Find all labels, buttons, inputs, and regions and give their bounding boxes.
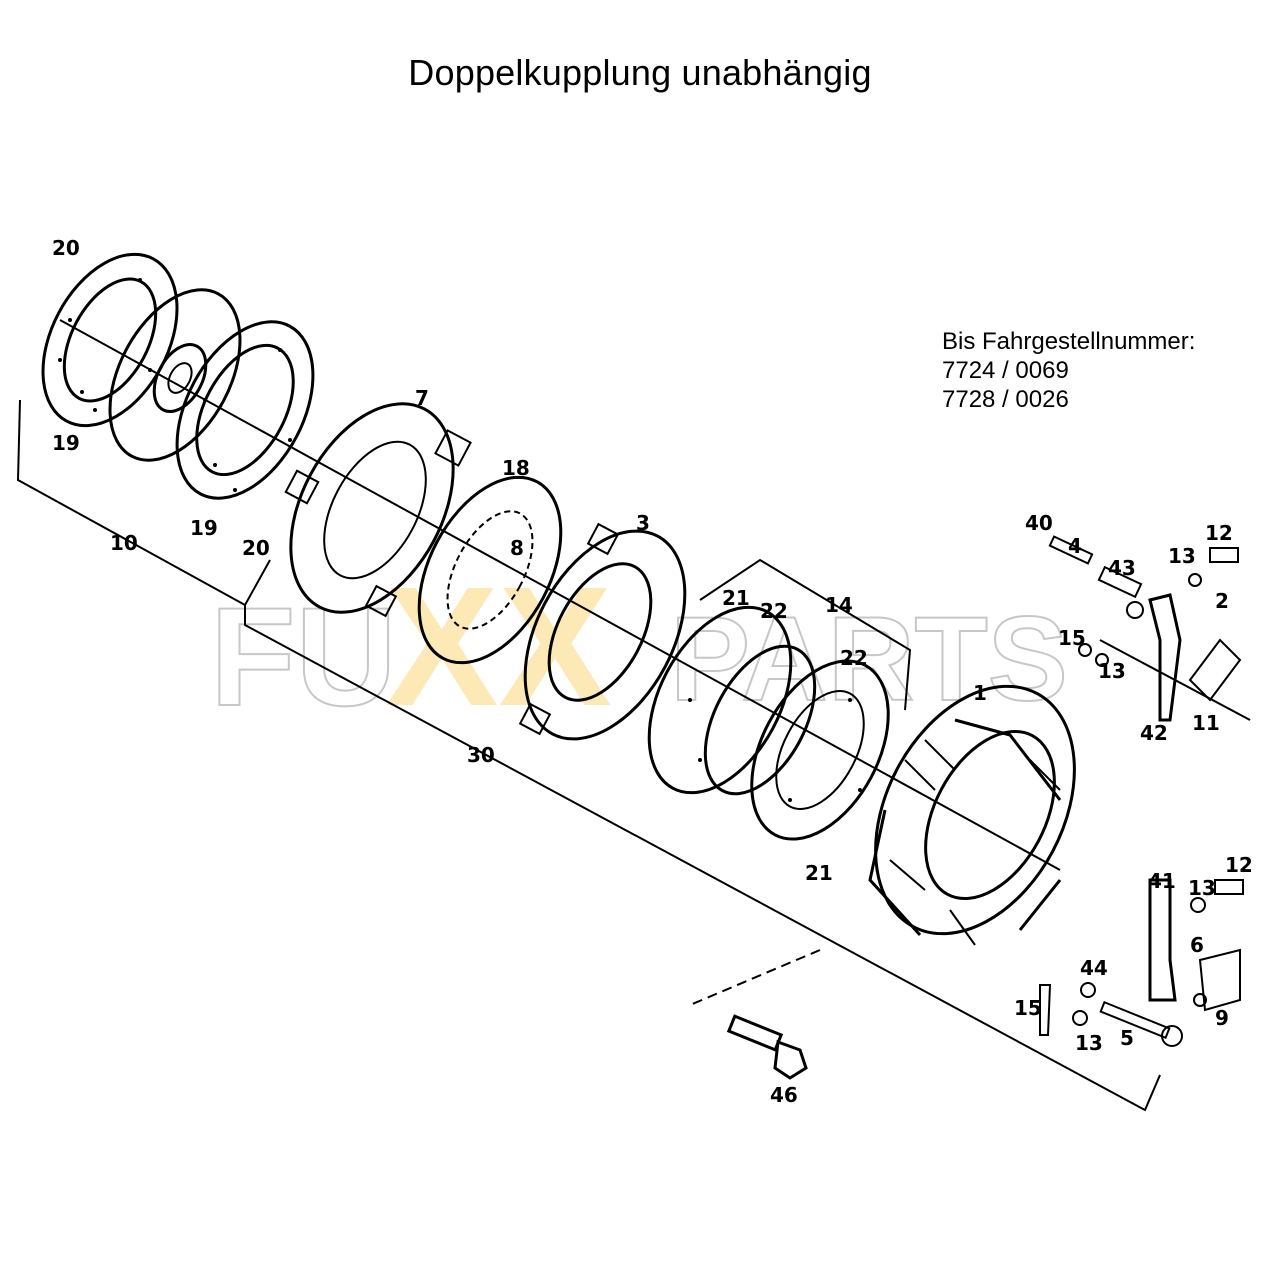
label-part-1: 1 [973,681,987,705]
serial-number-2: 7728 / 0026 [942,386,1069,413]
clutch-housing-1 [868,684,1076,946]
clutch-disc-hub [108,288,242,462]
bolt-46 [726,1014,808,1080]
label-part-42: 42 [1140,721,1168,745]
watermark-text-mid: XX [385,552,612,742]
label-part-2: 2 [1215,589,1229,613]
serial-number-note: Bis Fahrgestellnummer: 7724 / 0069 7728 … [942,327,1195,414]
label-part-40: 40 [1025,511,1053,535]
label-part-20-bottom: 20 [242,536,270,560]
label-part-21-bottom: 21 [805,861,833,885]
label-part-46: 46 [770,1083,798,1107]
watermark-text-right: PARTS [670,592,1068,726]
friction-plate-19-rear [175,320,315,500]
splined-ring-18 [417,475,563,665]
label-part-12-bottom: 12 [1225,853,1253,877]
label-part-20-top: 20 [52,236,80,260]
intermediate-plate-3 [518,522,687,741]
clutch-disc-14 [647,605,890,841]
label-part-13-mid: 13 [1098,659,1126,683]
bracket-30 [244,559,1161,1112]
label-part-10: 10 [110,531,138,555]
pressure-plate-7 [284,402,472,618]
label-part-18: 18 [502,456,530,480]
label-part-3: 3 [636,511,650,535]
label-part-15-bottom: 15 [1014,996,1042,1020]
label-part-19-rear: 19 [190,516,218,540]
label-part-6: 6 [1190,933,1204,957]
label-part-8: 8 [510,536,524,560]
label-part-21-top: 21 [722,586,750,610]
lower-linkage [1039,878,1244,1047]
page-title: Doppelkupplung unabhängig [408,52,872,93]
label-part-14: 14 [825,593,853,617]
label-part-13-lower: 13 [1188,876,1216,900]
label-part-13-bottom: 13 [1075,1031,1103,1055]
bracket-10 [16,399,246,606]
label-part-44: 44 [1080,956,1108,980]
label-part-5: 5 [1120,1026,1134,1050]
label-part-9: 9 [1215,1006,1229,1030]
label-part-4: 4 [1068,534,1082,558]
label-part-41: 41 [1148,869,1176,893]
label-part-11: 11 [1192,711,1220,735]
label-part-7: 7 [415,386,429,410]
serial-number-1: 7724 / 0069 [942,357,1069,384]
label-part-30: 30 [467,743,495,767]
label-part-19-front: 19 [52,431,80,455]
label-part-43: 43 [1108,556,1136,580]
label-part-12-top: 12 [1205,521,1233,545]
bracket-14 [699,558,912,711]
label-part-22-bottom: 22 [840,646,868,670]
label-part-13-top: 13 [1168,544,1196,568]
label-part-22-top: 22 [760,599,788,623]
upper-linkage [1048,535,1251,722]
serial-heading: Bis Fahrgestellnummer: [942,328,1196,355]
label-part-15-top: 15 [1058,626,1086,650]
bolt-leader-46 [689,949,821,1006]
